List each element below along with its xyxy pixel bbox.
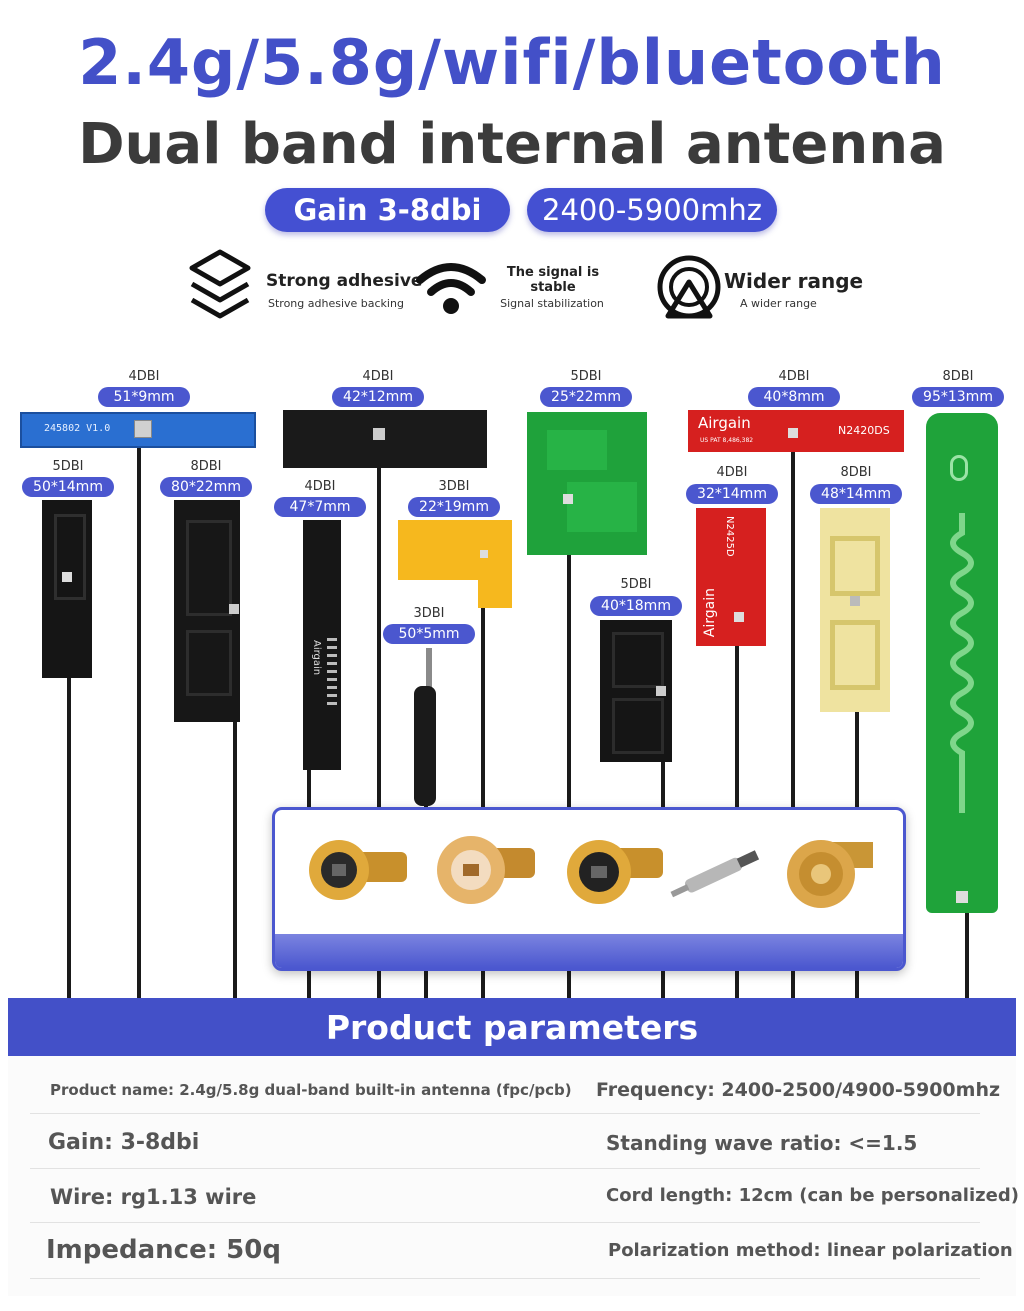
layers-icon — [188, 248, 252, 324]
antenna-gain-label: 5DBI — [52, 459, 84, 474]
cable — [791, 450, 795, 998]
antenna-fpc — [42, 500, 92, 678]
antenna-print: US PAT 8,486,382 — [700, 437, 754, 444]
feature-title: Strong adhesive — [266, 271, 423, 291]
antenna-size-label: 22*19mm — [408, 497, 500, 517]
antenna-size-label: 32*14mm — [686, 484, 778, 504]
pin-connector-icon — [663, 838, 773, 908]
cable — [377, 440, 381, 998]
antenna-print: Airgain — [702, 588, 718, 638]
antenna-pcb — [527, 412, 647, 555]
feature-sub: Strong adhesive backing — [268, 297, 404, 310]
antenna-print: Airgain — [698, 414, 751, 432]
feature-title: Wider range — [724, 269, 864, 293]
antenna-pcb: 245802 V1.0 — [20, 412, 256, 448]
antenna-gain-label: 8DBI — [840, 465, 872, 480]
antenna-gain-label: 5DBI — [620, 577, 652, 592]
antenna-pcb: Airgain N2425D — [696, 508, 766, 646]
antenna-whip — [426, 648, 432, 688]
page-title: 2.4g/5.8g/wifi/bluetooth — [78, 26, 946, 99]
antenna-size-label: 50*5mm — [383, 624, 475, 644]
param-polarization: Polarization method: linear polarization — [608, 1240, 1013, 1261]
parameters-table — [8, 1056, 1016, 1296]
param-swr: Standing wave ratio: <=1.5 — [606, 1131, 918, 1155]
antenna-gain-label: 3DBI — [413, 606, 445, 621]
antenna-gain-label: 4DBI — [304, 479, 336, 494]
param-product-name: Product name: 2.4g/5.8g dual-band built-… — [50, 1081, 572, 1099]
antenna-print: Airgain — [311, 640, 322, 676]
cable — [481, 570, 485, 998]
param-frequency: Frequency: 2400-2500/4900-5900mhz — [596, 1079, 1001, 1101]
antenna-gain-label: 4DBI — [128, 369, 160, 384]
antenna-gain-label: 8DBI — [190, 459, 222, 474]
ipex-connector-icon — [553, 828, 663, 914]
cable — [855, 600, 859, 998]
parameters-heading: Product parameters — [8, 998, 1016, 1056]
antenna-print: N2420DS — [838, 424, 890, 437]
antenna-whip-body — [414, 686, 436, 806]
antenna-gain-label: 5DBI — [570, 369, 602, 384]
param-gain: Gain: 3-8dbi — [48, 1130, 200, 1155]
antenna-gain-label: 4DBI — [716, 465, 748, 480]
antenna-print: N2425D — [724, 516, 735, 557]
antenna-size-label: 25*22mm — [540, 387, 632, 407]
antenna-gain-label: 8DBI — [942, 369, 974, 384]
cable — [67, 660, 71, 998]
antenna-pcb — [398, 520, 512, 580]
cable — [965, 900, 969, 998]
ipex-connector-icon — [297, 832, 407, 912]
antenna-size-label: 50*14mm — [22, 477, 114, 497]
feature-sub: A wider range — [740, 297, 817, 310]
page-subtitle: Dual band internal antenna — [78, 112, 946, 177]
antenna-gain-label: 4DBI — [778, 369, 810, 384]
connector-showcase — [272, 807, 906, 971]
antenna-size-label: 80*22mm — [160, 477, 252, 497]
antenna-size-label: 40*8mm — [748, 387, 840, 407]
antenna-print: 245802 V1.0 — [44, 423, 111, 434]
antenna-fpc: Airgain — [303, 520, 341, 770]
param-impedance: Impedance: 50q — [46, 1235, 281, 1265]
cable — [137, 440, 141, 998]
antenna-pcb — [926, 413, 998, 913]
param-wire: Wire: rg1.13 wire — [50, 1185, 257, 1209]
gain-pill: Gain 3-8dbi — [265, 188, 510, 232]
antenna-size-label: 47*7mm — [274, 497, 366, 517]
wifi-icon — [414, 258, 488, 318]
antenna-fpc — [600, 620, 672, 762]
antenna-gain-label: 4DBI — [362, 369, 394, 384]
cable — [233, 610, 237, 998]
range-icon — [656, 254, 722, 320]
sma-connector-icon — [781, 824, 877, 918]
antenna-size-label: 95*13mm — [912, 387, 1004, 407]
ipex-connector-icon — [425, 828, 535, 914]
antenna-size-label: 42*12mm — [332, 387, 424, 407]
antenna-size-label: 40*18mm — [590, 596, 682, 616]
antenna-pcb: Airgain US PAT 8,486,382 N2420DS — [688, 410, 904, 452]
antenna-size-label: 51*9mm — [98, 387, 190, 407]
antenna-size-label: 48*14mm — [810, 484, 902, 504]
param-cord-length: Cord length: 12cm (can be personalized) — [606, 1185, 1019, 1206]
feature-sub: Signal stabilization — [500, 297, 604, 310]
cable — [567, 500, 571, 998]
frequency-pill: 2400-5900mhz — [527, 188, 777, 232]
antenna-fpc — [174, 500, 240, 722]
antenna-pcb — [820, 508, 890, 712]
feature-title: The signal is stable — [506, 265, 600, 295]
antenna-fpc — [283, 410, 487, 468]
antenna-gain-label: 3DBI — [438, 479, 470, 494]
